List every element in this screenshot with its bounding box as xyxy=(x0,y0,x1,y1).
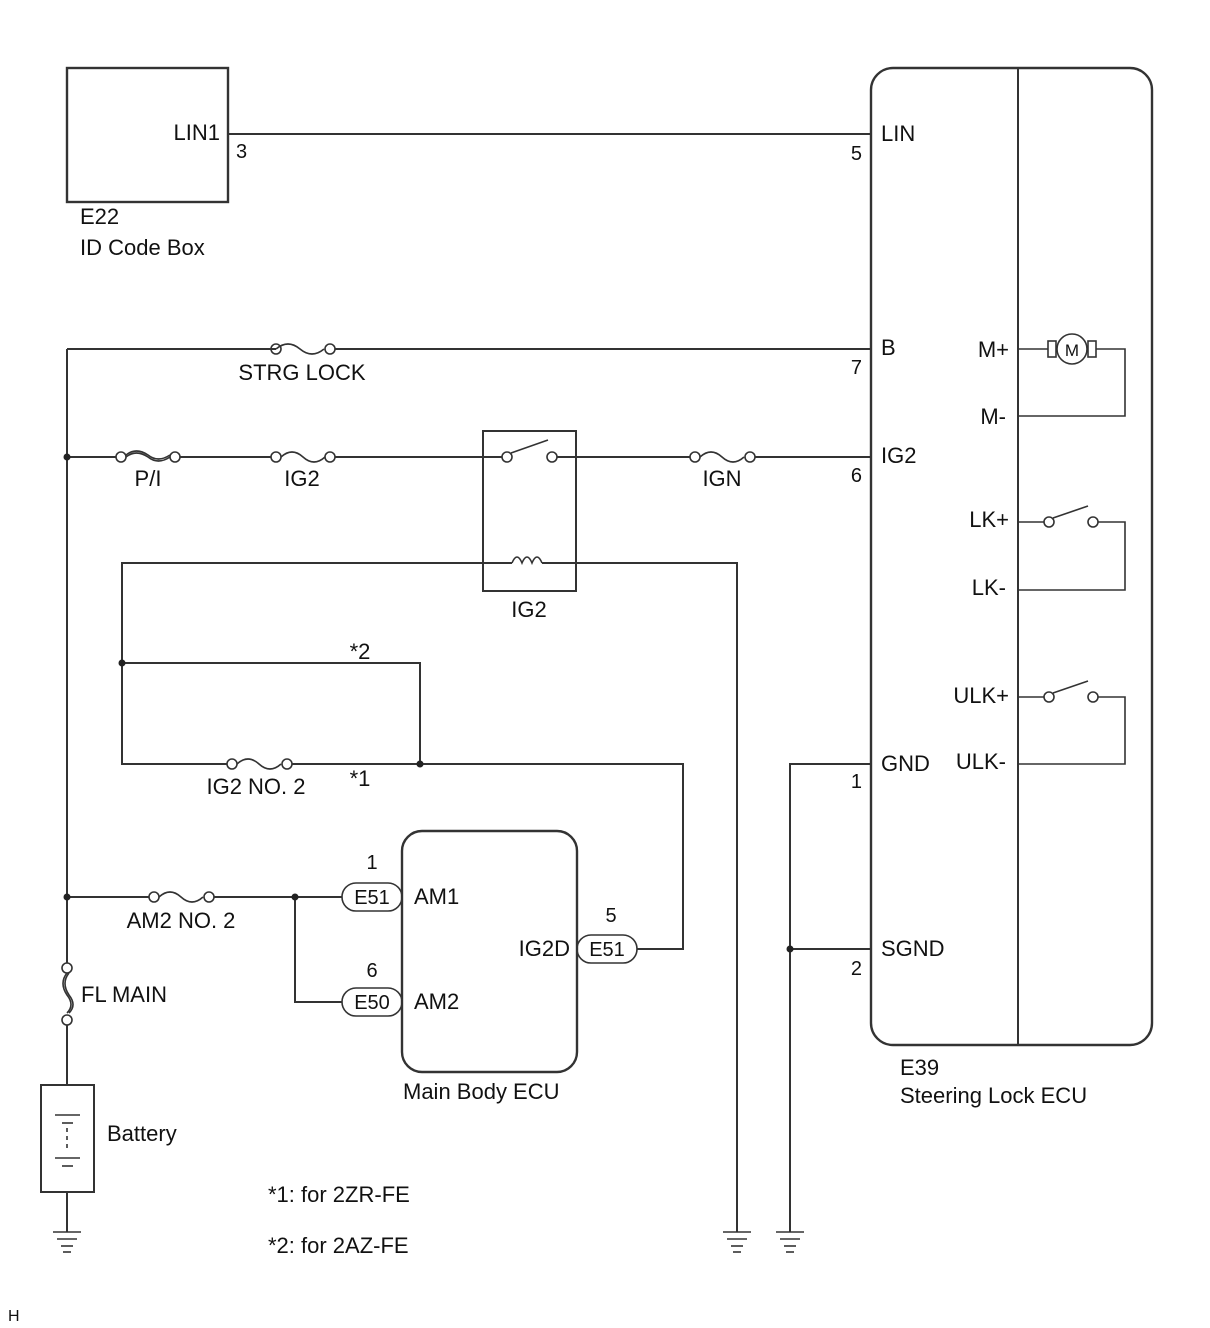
connector-e50-am2-label: E50 xyxy=(354,992,390,1014)
wire-coil-ground xyxy=(542,562,738,1232)
marker-1: *1 xyxy=(350,766,371,791)
fuse-ign-icon xyxy=(699,451,745,463)
id-code-box-code: E22 xyxy=(80,204,119,229)
lk-switch-icon xyxy=(1018,505,1126,591)
connector-e51-am1-label: E51 xyxy=(354,887,390,909)
relay-coil-icon xyxy=(511,556,543,566)
ecu-pin-ig2-label: IG2 xyxy=(881,443,916,468)
connector-e51-ig2d-number: 5 xyxy=(605,905,616,927)
fuse-strg-lock-label: STRG LOCK xyxy=(238,360,365,385)
ecu-internal-m-plus: M+ xyxy=(978,337,1009,362)
note-1: *1: for 2ZR-FE xyxy=(268,1182,410,1207)
ecu-internal-ulk-plus: ULK+ xyxy=(953,683,1009,708)
steering-lock-ecu-name: Steering Lock ECU xyxy=(900,1083,1087,1108)
fuse-ig2-icon xyxy=(280,451,326,463)
fuse-pi-icon xyxy=(125,452,171,462)
ecu-pin-ig2-number: 6 xyxy=(851,465,862,487)
connector-e51-am1 xyxy=(341,882,403,912)
fuse-ig2-label: IG2 xyxy=(284,466,319,491)
main-body-ecu-name: Main Body ECU xyxy=(403,1079,560,1104)
id-code-box-pin-number: 3 xyxy=(236,141,247,163)
battery-label: Battery xyxy=(107,1121,177,1146)
marker-2: *2 xyxy=(350,639,371,664)
motor-label: M xyxy=(1065,341,1079,360)
connector-e50-am2-number: 6 xyxy=(366,960,377,982)
wires xyxy=(40,133,871,1232)
fuse-ign-label: IGN xyxy=(702,466,741,491)
wire-gnd xyxy=(789,763,871,1232)
fuse-pi-label: P/I xyxy=(135,466,162,491)
ecu-pin-gnd-label: GND xyxy=(881,751,930,776)
ecu-internal-ulk-minus: ULK- xyxy=(956,749,1006,774)
fuse-am2-no2-label: AM2 NO. 2 xyxy=(127,908,236,933)
ecu-internal-m-minus: M- xyxy=(980,404,1006,429)
ecu-pin-gnd-number: 1 xyxy=(851,771,862,793)
ground-ecu-icon xyxy=(776,1231,804,1253)
fuse-strg-lock-icon xyxy=(275,343,325,355)
ecu-pin-lin-label: LIN xyxy=(881,121,915,146)
motor-icon: M xyxy=(1018,333,1126,417)
relay-ig2-box xyxy=(482,430,577,592)
wire-option-2 xyxy=(122,662,421,764)
id-code-box-name: ID Code Box xyxy=(80,235,205,260)
connector-e50-am2 xyxy=(341,987,403,1017)
fuse-fl-main-label: FL MAIN xyxy=(81,982,167,1007)
ecu-pin-sgnd-number: 2 xyxy=(851,958,862,980)
connector-e51-am1-number: 1 xyxy=(366,852,377,874)
ulk-switch-icon xyxy=(1018,680,1126,765)
ecu-pin-lin-number: 5 xyxy=(851,143,862,165)
ground-battery-icon xyxy=(53,1231,81,1253)
id-code-box-body xyxy=(65,66,230,204)
ecu-pin-sgnd-label: SGND xyxy=(881,936,945,961)
connector-e51-ig2d-label: E51 xyxy=(589,939,625,961)
fuse-fl-main-icon xyxy=(62,972,72,1014)
steering-lock-ecu: LIN 5 B 7 IG2 6 GND 1 SGND 2 M+ M- LK+ L… xyxy=(851,66,1154,1108)
id-code-box-pin-label: LIN1 xyxy=(174,120,220,145)
relay-ig2-label: IG2 xyxy=(511,597,546,622)
fuse-ig2-no2-label: IG2 NO. 2 xyxy=(206,774,305,799)
steering-lock-ecu-body xyxy=(869,66,1154,1047)
ecu-pin-b-label: B xyxy=(881,335,896,360)
connector-e51-ig2d xyxy=(576,934,638,964)
note-2: *2: for 2AZ-FE xyxy=(268,1233,409,1258)
main-body-ecu: AM1 AM2 IG2D E51 1 E50 6 E51 5 Main Body… xyxy=(341,829,638,1104)
ground-relay-icon xyxy=(723,1231,751,1253)
main-body-ecu-pin-am2: AM2 xyxy=(414,989,459,1014)
id-code-box: LIN1 3 E22 ID Code Box xyxy=(65,66,247,260)
fuse-am2-no2-icon xyxy=(158,891,204,903)
ecu-pin-b-number: 7 xyxy=(851,357,862,379)
fuse-ig2-no2-icon xyxy=(236,758,282,770)
main-body-ecu-pin-am1: AM1 xyxy=(414,884,459,909)
ecu-internal-lk-minus: LK- xyxy=(972,575,1006,600)
wire-ig2d xyxy=(420,763,684,950)
ecu-internal-lk-plus: LK+ xyxy=(969,507,1009,532)
steering-lock-ecu-code: E39 xyxy=(900,1055,939,1080)
wire-am2 xyxy=(294,897,342,1003)
corner-code: H xyxy=(8,1308,20,1325)
relay-switch-icon xyxy=(501,451,513,463)
main-body-ecu-pin-ig2d: IG2D xyxy=(519,936,570,961)
